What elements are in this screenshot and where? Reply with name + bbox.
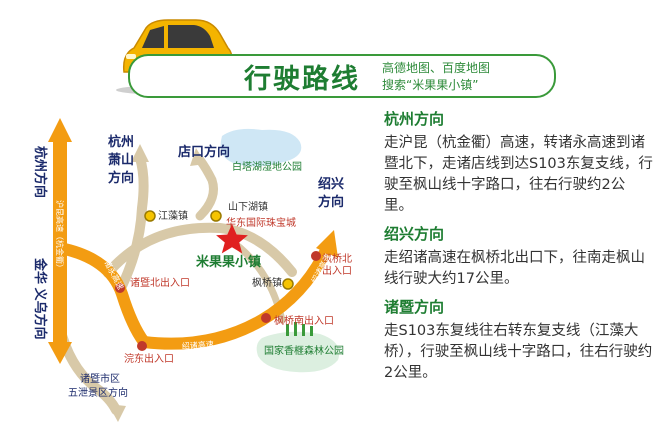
- route-title: 绍兴方向: [384, 225, 445, 243]
- header-subtitle-line1: 高德地图、百度地图: [382, 61, 491, 75]
- arrow-zhuji-city: [108, 404, 126, 422]
- route-map: 杭州方向 金华 义乌方向 杭州 萧山 方向 店口方向 绍兴 方向 诸暨市区 五泄…: [33, 118, 352, 422]
- dir-hangzhou-left: 杭州方向: [33, 146, 48, 198]
- route-body: 走沪昆（杭金衢）高速，转诸永高速到诸暨北下，走诸店线到达S103东复支线，行驶至…: [384, 135, 653, 214]
- road-hukun-label: 沪昆高速（杭金衢）: [55, 200, 65, 272]
- header-banner: 行驶路线 高德地图、百度地图 搜索“米果果小镇”: [128, 54, 556, 98]
- arrow-xiaoshan: [131, 144, 149, 162]
- arrow-shaoxing: [316, 230, 338, 258]
- place-baita: 白塔湖湿地公园: [232, 160, 302, 173]
- dir-zhuji-1: 诸暨市区: [80, 372, 120, 385]
- route-body: 走S103东复线往右转东复支线（江藻大桥），行驶至枫山线十字路口，往右行驶约2公…: [384, 323, 653, 381]
- exit-zhujibei: 诸暨北出入口: [130, 276, 190, 289]
- road-zhudian-north: [117, 153, 149, 291]
- route-title: 杭州方向: [384, 110, 445, 128]
- road-to-diankou: [195, 155, 218, 221]
- place-miguoguo: 米果果小镇: [196, 254, 261, 269]
- place-fengqiao: 枫桥镇: [252, 276, 282, 289]
- arrow-diankou: [190, 148, 206, 166]
- exit-fengqiaobei-icon: [311, 251, 321, 261]
- town-fengqiao-icon: [282, 278, 294, 290]
- exit-huandong: 浣东出入口: [124, 352, 174, 365]
- dir-shaoxing-2: 方向: [318, 194, 344, 209]
- dir-shaoxing-1: 绍兴: [318, 176, 344, 191]
- page-title: 行驶路线: [244, 64, 360, 95]
- exit-fengqiaobei-2: 出入口: [322, 264, 352, 277]
- exit-zhujibei-icon: [115, 283, 125, 293]
- exit-fengqiaobei-1: 枫桥北: [322, 252, 352, 265]
- town-shanxiahu-icon: [210, 210, 222, 222]
- road-shaozhu-bottom-label: 绍诸高速: [181, 339, 214, 351]
- place-jiangzao: 江藻镇: [158, 209, 188, 222]
- exit-fengqiaonan: 枫桥南出入口: [274, 314, 334, 327]
- header-subtitle-line2: 搜索“米果果小镇”: [382, 78, 479, 92]
- forest-tree-icons: [286, 322, 313, 336]
- exit-fengqiaonan-icon: [261, 313, 271, 323]
- miguoguo-star-icon: [216, 224, 248, 254]
- exit-huandong-icon: [137, 341, 147, 351]
- route-body: 走绍诸高速在枫桥北出口下，往南走枫山线行驶大约17公里。: [384, 250, 645, 287]
- dir-zhuji-2: 五泄景区方向: [68, 386, 128, 399]
- highway-zhuyong: [54, 242, 150, 348]
- dir-hangzhou-xiaoshan-2: 萧山: [108, 152, 134, 167]
- forest-park-area: [256, 331, 340, 373]
- route-zhuji: 诸暨方向 走S103东复线往右转东复支线（江藻大桥），行驶至枫山线十字路口，往右…: [384, 296, 654, 384]
- place-huadong: 华东国际珠宝城: [226, 216, 296, 229]
- dir-hangzhou-xiaoshan-3: 方向: [108, 170, 134, 185]
- route-hangzhou: 杭州方向 走沪昆（杭金衢）高速，转诸永高速到诸暨北下，走诸店线到达S103东复支…: [384, 108, 654, 217]
- place-forest: 国家香榧森林公园: [264, 344, 344, 357]
- dir-jinhua-yiwu: 金华 义乌方向: [33, 257, 48, 340]
- arrow-jinhua: [48, 342, 72, 364]
- route-title: 诸暨方向: [384, 298, 445, 316]
- place-shanxiahu: 山下湖镇: [228, 200, 268, 213]
- directions-panel: 杭州方向 走沪昆（杭金衢）高速，转诸永高速到诸暨北下，走诸店线到达S103东复支…: [384, 108, 654, 390]
- town-jiangzao-icon: [144, 210, 156, 222]
- dir-hangzhou-xiaoshan-1: 杭州: [108, 134, 134, 149]
- route-shaoxing: 绍兴方向 走绍诸高速在枫桥北出口下，往南走枫山线行驶大约17公里。: [384, 223, 654, 290]
- baita-lake: [220, 128, 302, 167]
- arrow-hangzhou: [48, 118, 72, 142]
- dir-diankou: 店口方向: [178, 144, 230, 159]
- road-s103: [103, 222, 297, 278]
